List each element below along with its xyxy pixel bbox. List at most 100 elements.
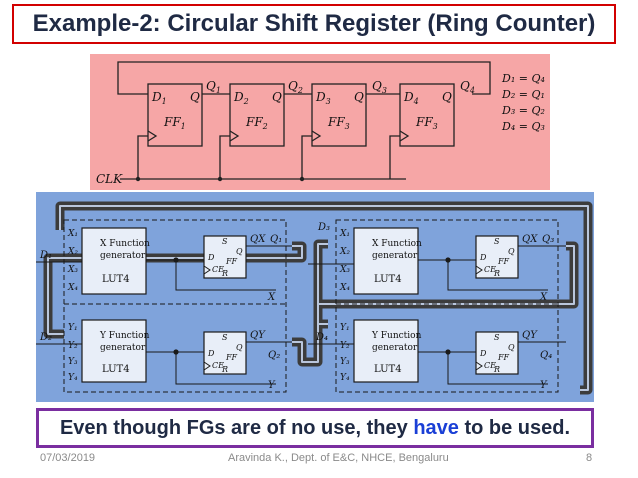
route-outer-inner	[59, 205, 589, 391]
ff4-d-label: D4	[403, 90, 419, 106]
ff1-name: FF1	[163, 115, 186, 131]
footer-date: 07/03/2019	[40, 452, 96, 464]
note-text: Even though FGs are of no use, they have…	[59, 416, 571, 439]
clk-node-2	[217, 176, 223, 182]
ff3-box	[311, 83, 367, 147]
q4-label: Q₄	[540, 350, 552, 361]
svg-text:R: R	[221, 269, 228, 278]
ff3-output-label: Q3	[372, 79, 387, 95]
feedback-wire	[117, 61, 491, 95]
ff2-name: FF2	[245, 115, 268, 131]
ff2-q-label: Q	[272, 90, 282, 104]
ff3-name: FF3	[327, 115, 350, 131]
clk-ff2	[219, 135, 230, 179]
svg-text:S: S	[222, 333, 228, 342]
svg-text:CE: CE	[212, 361, 224, 370]
title-box: Example-2: Circular Shift Register (Ring…	[12, 4, 616, 44]
ff4-box	[399, 83, 455, 147]
svg-text:Q: Q	[508, 343, 515, 352]
x1-right: X₁	[339, 229, 350, 239]
fg-x-right-lut: LUT4	[374, 274, 402, 285]
slide-title: Example-2: Circular Shift Register (Ring…	[32, 10, 596, 37]
clb-left-outline	[63, 219, 287, 393]
ff2-output-label: Q2	[288, 79, 303, 95]
svg-text:R: R	[493, 269, 500, 278]
ff1-box	[147, 83, 203, 147]
svg-text:FF: FF	[225, 353, 238, 362]
clk-node-1	[135, 176, 141, 182]
svg-text:S: S	[494, 237, 500, 246]
route-q3-y4-inner	[317, 245, 575, 325]
note-box: Even though FGs are of no use, they have…	[36, 408, 594, 448]
ff1-output-label: Q1	[206, 79, 221, 95]
ff4-output-label: Q4	[460, 79, 475, 95]
equation-2: D₂ = Q₁	[501, 88, 545, 101]
y1-left: Y₁	[68, 323, 78, 333]
clk-node-3	[299, 176, 305, 182]
svg-text:D: D	[207, 349, 215, 358]
x4-right: X₄	[339, 283, 350, 293]
footer-page-number: 8	[586, 452, 593, 464]
q2-label: Q₂	[268, 350, 280, 361]
equation-4: D₄ = Q₃	[501, 120, 545, 133]
fg-y-left-gen: generator	[100, 343, 146, 353]
ff-y-left	[203, 331, 247, 375]
qy-right: QY	[522, 330, 538, 341]
y2-left: Y₂	[68, 341, 78, 351]
svg-text:Q: Q	[236, 247, 243, 256]
x3-left: X₃	[67, 265, 78, 275]
ff4-clk-icon	[399, 130, 410, 142]
svg-text:S: S	[222, 237, 228, 246]
fg-y-left-lut: LUT4	[102, 364, 130, 375]
svg-text:CE: CE	[484, 361, 496, 370]
svg-text:FF: FF	[225, 257, 238, 266]
equation-3: D₃ = Q₂	[501, 104, 545, 117]
ff-x-left	[203, 235, 247, 279]
y-out-right: Y	[540, 380, 548, 391]
fg-x-right-gen: generator	[372, 251, 418, 261]
d1-label: D₁	[39, 250, 52, 261]
q3-label: Q₃	[542, 234, 554, 245]
fg-y-left-title: Y Function	[99, 331, 150, 341]
ring-counter-diagram: D1 Q FF1 Q1 D2 Q FF2 Q2 D3 Q FF3 Q3 D4 Q…	[90, 54, 550, 190]
svg-text:FF: FF	[497, 353, 510, 362]
ff2-d-label: D2	[233, 90, 249, 106]
ff2-clk-icon	[229, 130, 240, 142]
clb-diagram: X Function generator LUT4 X₁ X₂ X₃ X₄ D₁…	[36, 192, 594, 402]
y4-right: Y₄	[340, 373, 350, 383]
svg-text:FF: FF	[497, 257, 510, 266]
fg-y-right-gen: generator	[372, 343, 418, 353]
qx-right: QX	[522, 234, 538, 245]
svg-text:D: D	[479, 349, 487, 358]
ff4-name: FF3	[415, 115, 438, 131]
svg-text:R: R	[493, 365, 500, 374]
y2-right: Y₂	[340, 341, 350, 351]
fg-x-right-title: X Function	[372, 239, 422, 249]
fg-y-right-title: Y Function	[371, 331, 422, 341]
svg-text:D: D	[207, 253, 215, 262]
x1-left: X₁	[67, 229, 78, 239]
fg-y-left	[81, 319, 147, 383]
x-out-right: X	[539, 292, 548, 303]
clk-label: CLK	[96, 172, 123, 186]
svg-text:S: S	[494, 333, 500, 342]
q1-label: Q₁	[270, 234, 282, 245]
clb-svg: X Function generator LUT4 X₁ X₂ X₃ X₄ D₁…	[36, 201, 593, 395]
clb-right-outline	[335, 219, 559, 393]
svg-text:D: D	[479, 253, 487, 262]
clk-ff4	[389, 135, 400, 179]
qx-left: QX	[250, 234, 266, 245]
route-q2-x3-inner	[292, 243, 328, 363]
fg-x-left-title: X Function	[100, 239, 150, 249]
ff3-clk-icon	[311, 130, 322, 142]
ff-x-right	[475, 235, 519, 279]
svg-text:R: R	[221, 365, 228, 374]
ff1-clk-icon	[147, 130, 158, 142]
y-out-left: Y	[268, 380, 276, 391]
ff1-d-label: D1	[151, 90, 167, 106]
footer-author: Aravinda K., Dept. of E&C, NHCE, Bengalu…	[228, 452, 449, 464]
x-out-left: X	[267, 292, 276, 303]
fg-x-left-gen: generator	[100, 251, 146, 261]
x4-left: X₄	[67, 283, 78, 293]
fg-y-right	[353, 319, 419, 383]
